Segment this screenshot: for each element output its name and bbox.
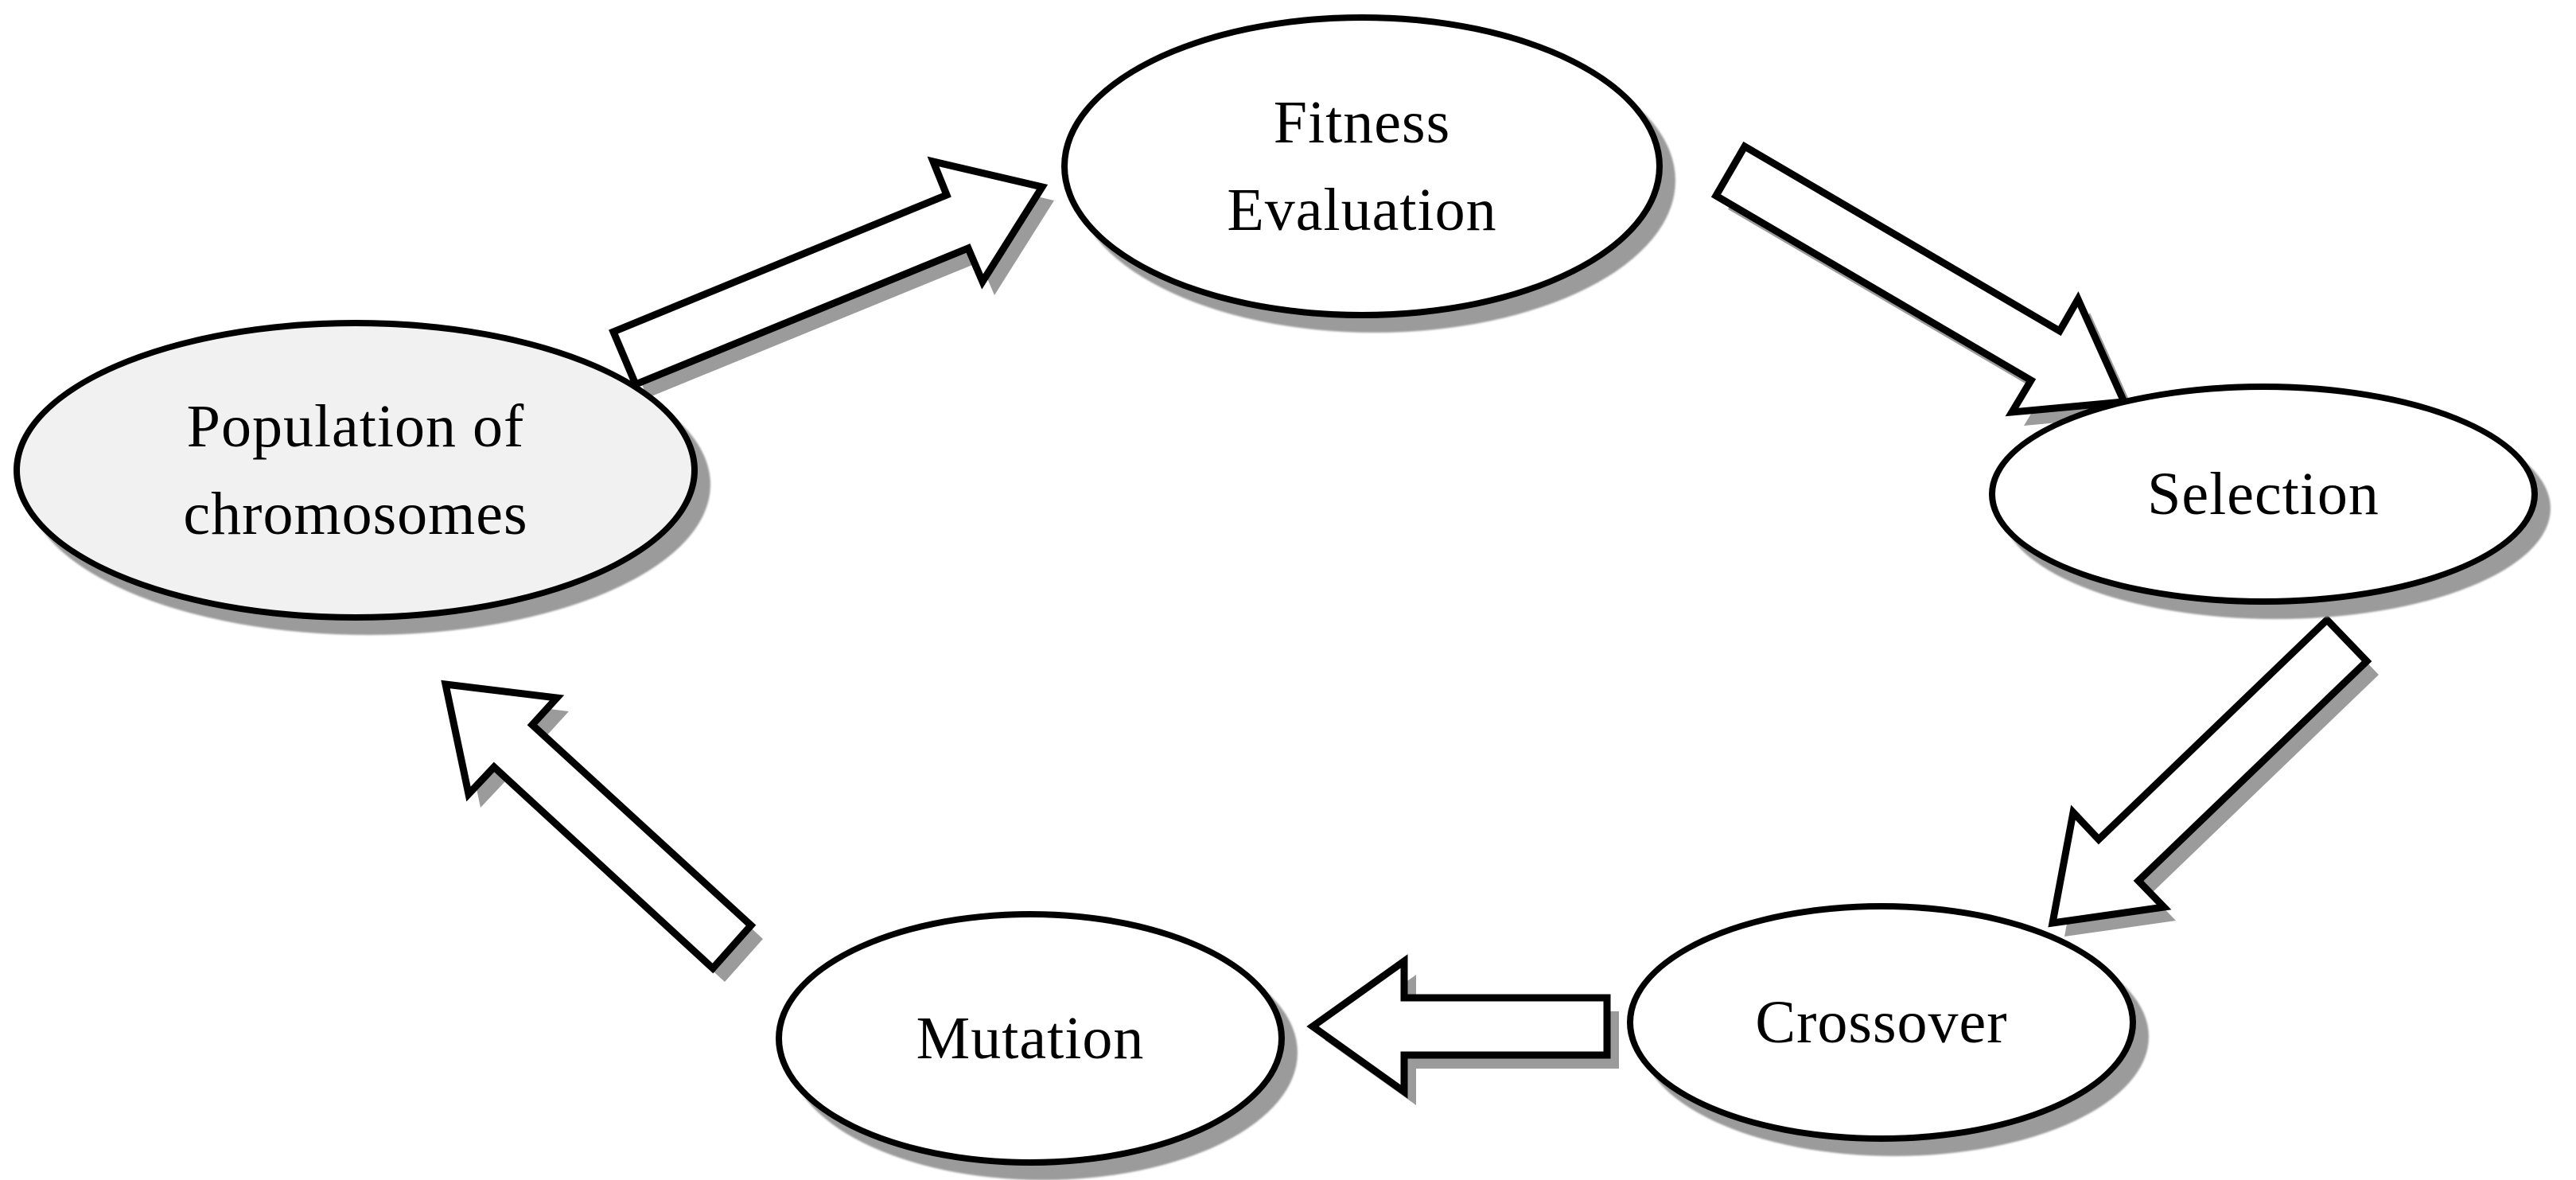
node-mutation-label: Mutation: [916, 1004, 1145, 1072]
arrow-fitness-to-selection: [1716, 146, 2136, 426]
node-fitness-evaluation: Fitness Evaluation: [1061, 14, 1663, 318]
node-fitness-label: Fitness Evaluation: [1227, 88, 1497, 243]
node-selection-label: Selection: [2147, 460, 2379, 528]
node-crossover: Crossover: [1627, 903, 2136, 1142]
node-population-label: Population of chromosomes: [183, 392, 528, 547]
arrow-selection-to-crossover: [2053, 620, 2379, 937]
node-mutation: Mutation: [776, 911, 1285, 1166]
node-population-of-chromosomes: Population of chromosomes: [14, 320, 698, 621]
arrow-crossover-to-mutation: [1313, 961, 1619, 1105]
node-crossover-label: Crossover: [1755, 988, 2008, 1056]
arrow-population-to-fitness: [613, 162, 1054, 398]
arrow-mutation-to-population: [446, 684, 763, 982]
node-selection: Selection: [1989, 384, 2538, 605]
